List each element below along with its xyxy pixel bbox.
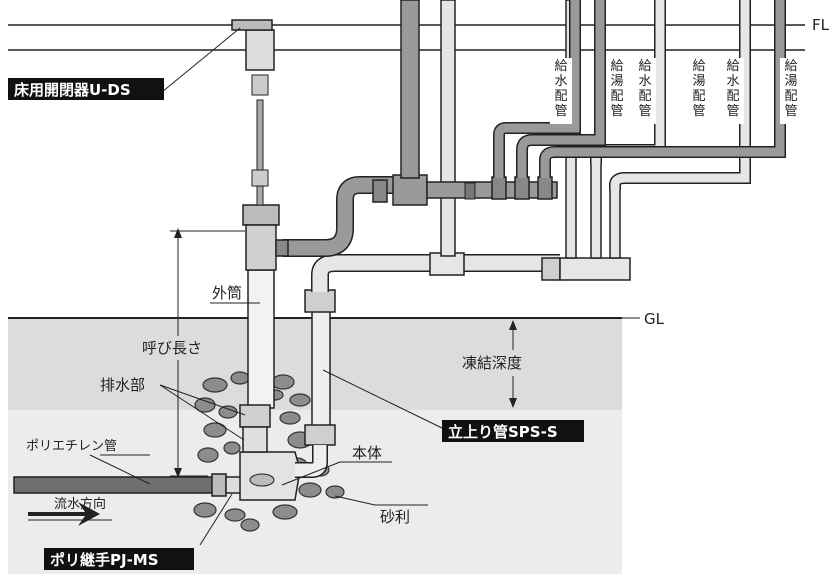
poly-joint-label: ポリ継手PJ-MS <box>50 551 159 569</box>
dark-tee <box>392 174 428 206</box>
valve-main <box>245 224 277 271</box>
dark-nut <box>372 179 388 203</box>
flow-direction-label: 流水方向 <box>54 496 106 512</box>
floor-valve-label: 床用開閉器U-DS <box>14 81 131 99</box>
body-marking <box>249 473 275 487</box>
fl-label: FL <box>812 16 830 34</box>
floor-valve-housing <box>245 29 275 71</box>
poly-joint-label-box <box>44 548 194 570</box>
nominal-length-label: 呼び長さ <box>142 339 202 357</box>
freeze-depth-label: 凍結深度 <box>462 354 522 372</box>
riser-top-fitting <box>304 289 336 313</box>
riser-label: 立上り管SPS-S <box>448 423 558 441</box>
vertical-label-4: 給湯配管 <box>692 59 705 119</box>
riser-label-box <box>442 420 584 442</box>
riser-bottom-fitting <box>304 424 336 446</box>
body-label: 本体 <box>352 444 382 462</box>
nominal-length-bg <box>130 336 220 360</box>
dark-manifold-nut-1 <box>491 176 507 200</box>
poly-pipe-label: ポリエチレン管 <box>26 439 117 454</box>
floor-valve-label-box <box>8 78 164 100</box>
vertical-label-5: 給水配管 <box>726 59 739 119</box>
light-vertical-pipe <box>440 0 456 257</box>
drain-part-upper <box>239 404 271 428</box>
floor-valve-cap <box>231 19 273 31</box>
dark-manifold-nut-3 <box>537 176 553 200</box>
vertical-label-2: 給湯配管 <box>610 59 623 119</box>
gl-label: GL <box>644 310 665 328</box>
dark-supply-pipe <box>283 177 400 256</box>
outer-tube <box>247 269 275 409</box>
riser-pipe <box>311 299 331 441</box>
valve-top-fitting <box>242 204 280 226</box>
flow-arrow <box>28 502 100 526</box>
dark-branch-1 <box>494 0 580 178</box>
light-manifold <box>559 257 631 281</box>
riser-elbow <box>295 445 327 477</box>
polyethylene-pipe <box>13 476 215 494</box>
dark-branch-3 <box>540 0 785 178</box>
vertical-label-1: 給水配管 <box>554 59 567 119</box>
gravel-label: 砂利 <box>380 508 410 526</box>
vertical-label-3: 給水配管 <box>638 59 651 119</box>
vertical-label-6: 給湯配管 <box>784 59 797 119</box>
rod-coupling <box>251 169 269 187</box>
dark-joint-1 <box>464 182 476 200</box>
vertical-pipe-labels: 給水配管 給湯配管 給水配管 給湯配管 給水配管 給湯配管 <box>550 58 802 124</box>
drain-label: 排水部 <box>100 376 145 394</box>
freeze-depth-bg <box>446 350 556 376</box>
poly-joint-nut <box>211 473 227 497</box>
leader-lines <box>89 27 443 546</box>
dark-branch-2 <box>517 0 605 178</box>
outer-tube-label: 外筒 <box>212 284 242 302</box>
rod-top-coupling <box>251 74 269 96</box>
dark-manifold-nut-2 <box>514 176 530 200</box>
dark-vertical-pipe <box>400 0 420 179</box>
light-supply-pipe <box>312 255 560 292</box>
light-manifold-nut <box>541 257 561 281</box>
light-branch-3 <box>610 0 750 190</box>
valve-side-outlet <box>275 239 289 257</box>
operating-rod <box>256 99 264 206</box>
drain-part-lower <box>242 426 268 453</box>
